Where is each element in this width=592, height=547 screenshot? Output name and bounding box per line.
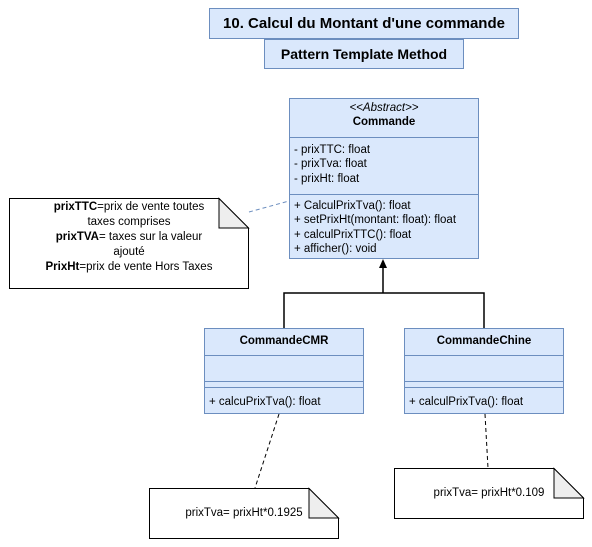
commande-chine-method: + calculPrixTva(): float [409,396,524,408]
chine-note-link [484,413,489,469]
legend-note-line-4: ajouté [113,246,145,258]
commande-chine-separator-1 [405,355,563,356]
commande-method: + afficher(): void [294,243,377,255]
commande-method: + setPrixHt(montant: float): float [294,214,457,226]
legend-note-line-2: taxes comprises [87,216,171,228]
commande-attribute: - prixHt: float [294,173,360,185]
commande-separator-1 [290,137,478,138]
legend-note-shape [9,197,250,289]
commande-attribute: - prixTTC: float [294,144,371,156]
chine-note-text: prixTva= prixHt*0.109 [433,487,545,499]
legend-note-line-5: PrixHt=prix de vente Hors Taxes [45,261,213,273]
cmr-note-link [254,413,280,489]
inheritance-arrowhead [379,259,387,268]
commande-stereotype: <<Abstract>> [349,102,419,114]
commande-chine-separator-2 [405,381,563,382]
chine-note[interactable]: prixTva= prixHt*0.109 [395,486,583,501]
commande-cmr-class[interactable]: CommandeCMR + calcuPrixTva(): float [204,328,364,414]
commande-chine-separator-3 [405,387,563,388]
commande-separator-2 [290,194,478,195]
commande-method: + calculPrixTTC(): float [294,229,412,241]
main-title: 10. Calcul du Montant d'une commande [209,8,519,39]
commande-chine-class[interactable]: CommandeChine + calculPrixTva(): float [404,328,564,414]
commande-attribute: - prixTva: float [294,158,367,170]
legend-note[interactable]: prixTTC=prix de vente toutes taxes compr… [10,200,248,275]
cmr-note[interactable]: prixTva= prixHt*0.1925 [150,506,338,521]
inheritance-arrows [283,265,485,328]
commande-class-name: Commande [352,116,416,128]
legend-note-line-3: prixTVA= taxes sur la valeur [55,231,203,243]
commande-cmr-separator-1 [205,355,363,356]
legend-note-link [248,200,290,213]
commande-cmr-separator-2 [205,381,363,382]
commande-method: + CalculPrixTva(): float [294,200,411,212]
cmr-note-text: prixTva= prixHt*0.1925 [185,507,303,519]
chine-note-shape [394,467,585,519]
commande-cmr-separator-3 [205,387,363,388]
commande-cmr-method: + calcuPrixTva(): float [209,396,321,408]
commande-chine-class-name: CommandeChine [436,335,532,347]
legend-note-line-1: prixTTC=prix de vente toutes [53,201,205,213]
commande-class[interactable]: <<Abstract>> Commande - prixTTC: float -… [289,98,479,259]
commande-cmr-class-name: CommandeCMR [239,335,329,347]
cmr-note-shape [149,487,340,539]
inheritance-branch-line [283,292,485,328]
subtitle: Pattern Template Method [264,39,464,69]
